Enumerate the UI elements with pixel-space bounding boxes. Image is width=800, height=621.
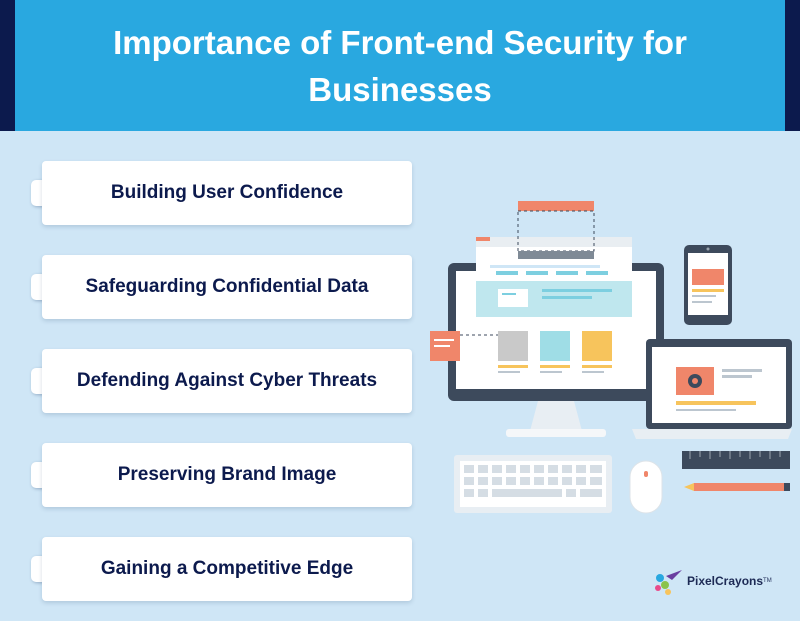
hummingbird-logo-icon — [655, 570, 682, 595]
keyboard-icon — [454, 455, 612, 513]
benefit-card: Defending Against Cyber Threats — [42, 349, 412, 413]
benefit-card: Preserving Brand Image — [42, 443, 412, 507]
benefit-label: Building User Confidence — [110, 182, 344, 203]
mouse-icon — [629, 460, 663, 514]
benefit-label: Defending Against Cyber Threats — [76, 370, 378, 391]
benefit-card: Safeguarding Confidential Data — [42, 255, 412, 319]
logo-text: PixelCrayons — [687, 574, 764, 588]
trademark-mark: TM — [763, 578, 772, 584]
benefit-label: Gaining a Competitive Edge — [100, 558, 354, 579]
header-bar: Importance of Front-end Security for Bus… — [0, 0, 800, 131]
pixelcrayons-logo: PixelCrayons TM — [652, 566, 772, 596]
ruler-icon — [682, 451, 790, 469]
benefit-label: Preserving Brand Image — [117, 464, 337, 485]
header-banner: Importance of Front-end Security for Bus… — [15, 0, 785, 131]
pencil-icon — [684, 483, 790, 491]
page-title: Importance of Front-end Security for Bus… — [113, 23, 687, 108]
benefit-card: Building User Confidence — [42, 161, 412, 225]
benefit-card: Gaining a Competitive Edge — [42, 537, 412, 601]
smartphone-icon — [684, 245, 732, 325]
benefit-label: Safeguarding Confidential Data — [85, 276, 369, 297]
desktop-monitor-icon — [430, 201, 664, 437]
laptop-icon — [632, 339, 792, 439]
devices-illustration — [430, 201, 792, 514]
